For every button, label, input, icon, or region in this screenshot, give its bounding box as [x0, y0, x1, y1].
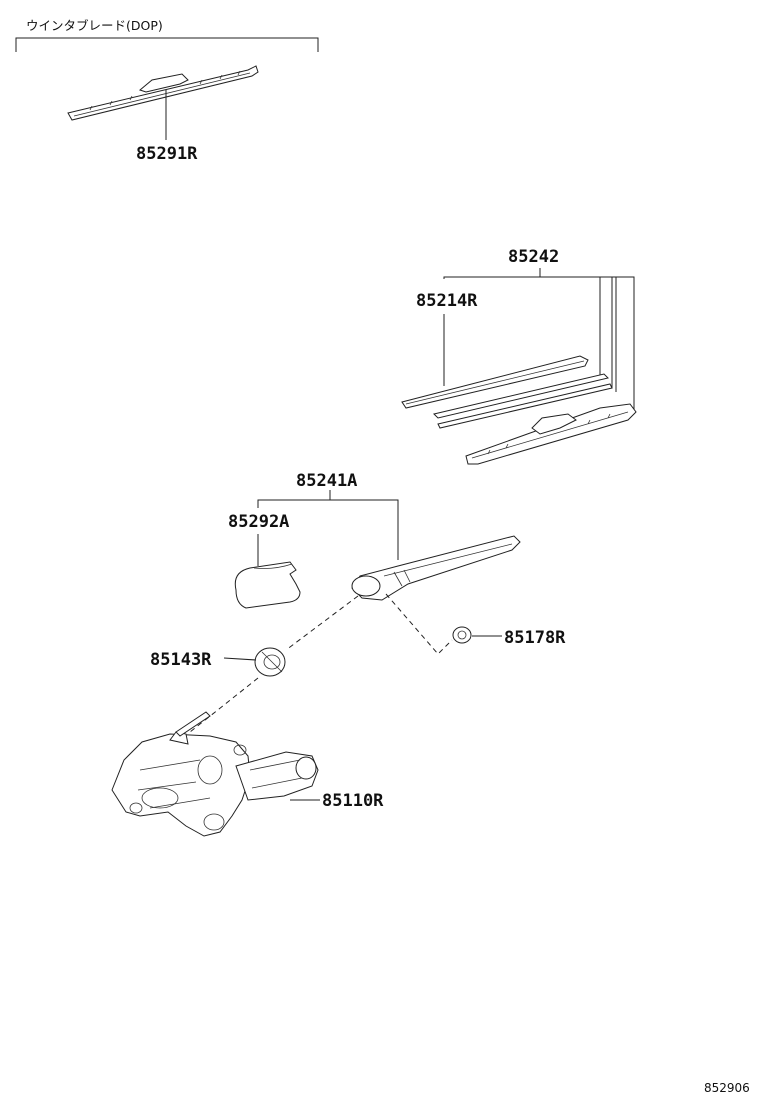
- winter-blade-caption: ウインタブレード(DOP): [26, 18, 163, 33]
- part-label-85242[interactable]: 85242: [508, 247, 559, 267]
- winter-wiper-blade-drawing: [67, 65, 259, 121]
- caption-bracket: [15, 37, 319, 52]
- part-label-85110R[interactable]: 85110R: [322, 791, 384, 811]
- part-label-85241A[interactable]: 85241A: [296, 471, 357, 491]
- wiper-motor-drawing: [111, 711, 319, 837]
- arm-cap-drawing: [234, 561, 301, 609]
- part-label-85214R[interactable]: 85214R: [416, 291, 478, 311]
- part-label-85291R[interactable]: 85291R: [136, 144, 198, 164]
- wiper-blade-assembly-drawing: [401, 355, 637, 465]
- part-label-85178R[interactable]: 85178R: [504, 628, 566, 648]
- figure-number: 852906: [704, 1081, 750, 1095]
- part-label-85143R[interactable]: 85143R: [150, 650, 212, 670]
- pivot-cap-drawing: [254, 647, 286, 677]
- wiper-arm-drawing: [351, 535, 521, 601]
- nut-drawing: [452, 626, 472, 644]
- part-label-85292A[interactable]: 85292A: [228, 512, 289, 532]
